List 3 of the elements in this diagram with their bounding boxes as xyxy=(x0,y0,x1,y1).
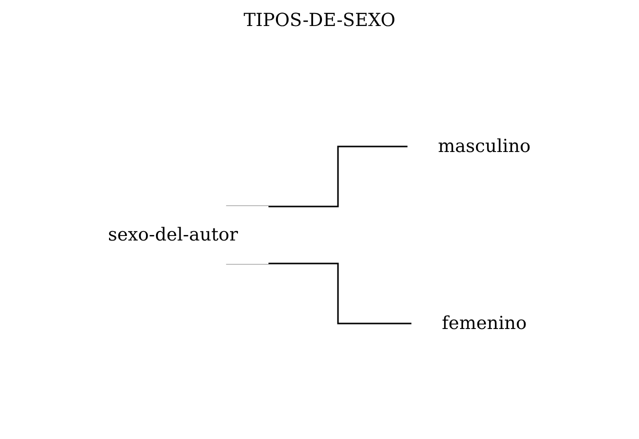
node-text: femenino xyxy=(442,313,527,334)
line-label: TIPOS-DE-SEXO xyxy=(244,10,396,31)
node-text: masculino xyxy=(438,136,531,157)
